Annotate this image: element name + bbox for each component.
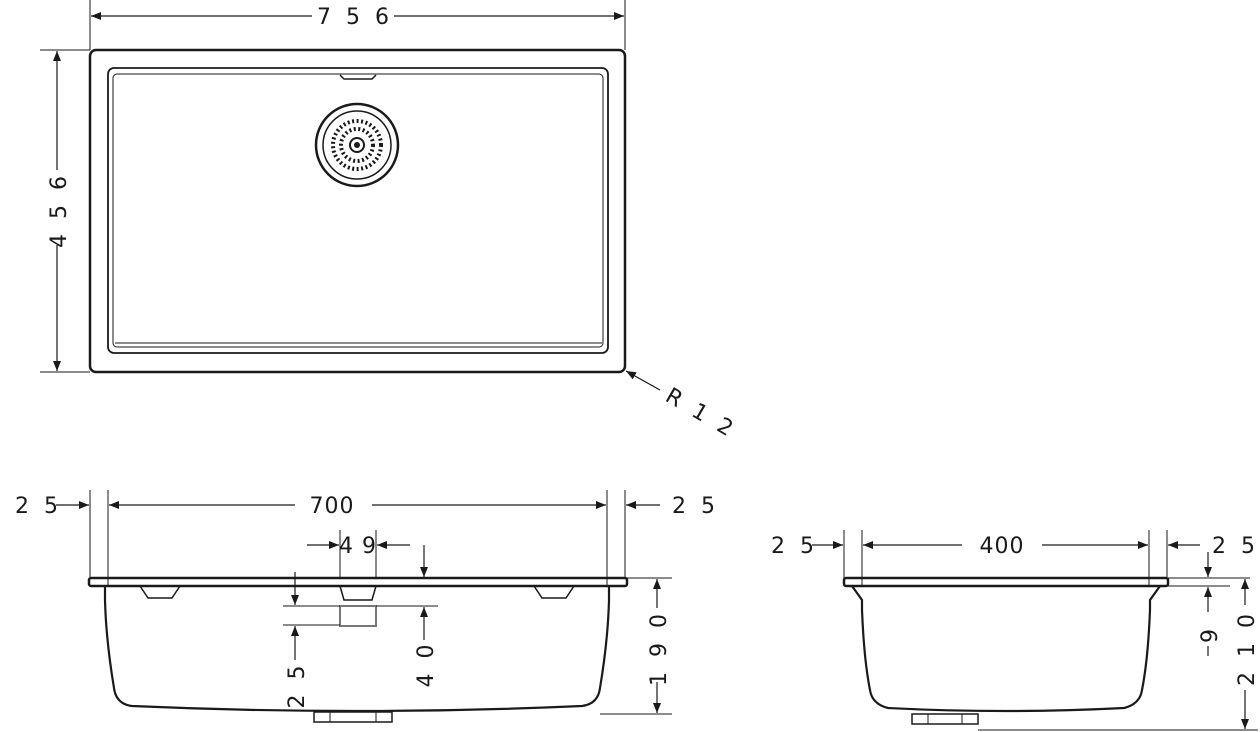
front-right-margin-label: 2 5 [672, 494, 719, 519]
side-bowl-outline [851, 585, 1161, 713]
side-height-label: 2 1 0 [1235, 610, 1260, 686]
drain-strainer-icon [314, 102, 400, 188]
plan-view: 7 5 6 4 5 6 R 1 2 [40, 0, 740, 444]
plan-width-label: 7 5 6 [317, 5, 393, 30]
plan-height-label: 4 5 6 [47, 172, 72, 248]
basin-inner-line [112, 73, 604, 348]
drain-depth-label: 4 0 [414, 641, 439, 688]
side-left-margin-label: 2 5 [771, 534, 818, 559]
overflow-slot [339, 74, 377, 80]
front-section-view: 2 5 700 2 5 4 9 2 5 4 0 1 9 0 [15, 490, 719, 723]
side-right-margin-label: 2 5 [1212, 534, 1259, 559]
front-left-margin-label: 2 5 [15, 494, 62, 519]
drain-width-label: 4 9 [339, 534, 377, 559]
front-rim [87, 576, 629, 588]
front-bowl-outline [103, 586, 611, 713]
front-height-label: 1 9 0 [647, 610, 672, 686]
overflow-fitting [339, 605, 377, 627]
front-inner-width-label: 700 [310, 494, 355, 519]
side-drain-fitting [911, 713, 979, 725]
corner-radius-label: R 1 2 [661, 384, 740, 444]
sink-basin-outline [107, 67, 609, 354]
side-section-view: 2 5 400 2 5 9 2 1 0 [771, 530, 1260, 731]
overflow-offset-label: 2 5 [285, 662, 310, 709]
front-drain-fitting [313, 711, 393, 723]
side-rim [842, 576, 1170, 588]
sink-outer-outline [88, 48, 627, 374]
side-inner-width-label: 400 [980, 534, 1025, 559]
rim-height-label: 9 [1198, 625, 1223, 643]
